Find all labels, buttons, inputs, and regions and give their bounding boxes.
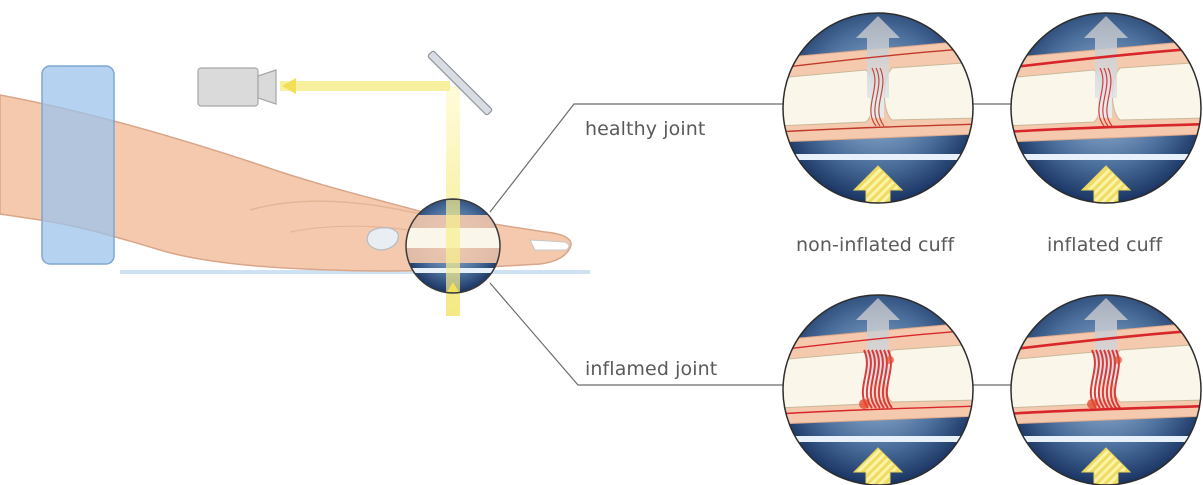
joint-healthy-inflated [1006,13,1203,208]
cuff-icon [42,66,114,264]
label-healthy-joint: healthy joint [585,118,705,140]
joint-healthy-non-inflated [778,13,978,208]
label-inflated-cuff: inflated cuff [1047,234,1162,256]
joint-inflamed-inflated [1006,295,1203,485]
camera-icon [198,68,276,106]
label-non-inflated-cuff: non-inflated cuff [796,234,954,256]
joint-inflamed-non-inflated [778,295,978,485]
label-inflamed-joint: inflamed joint [585,358,717,380]
